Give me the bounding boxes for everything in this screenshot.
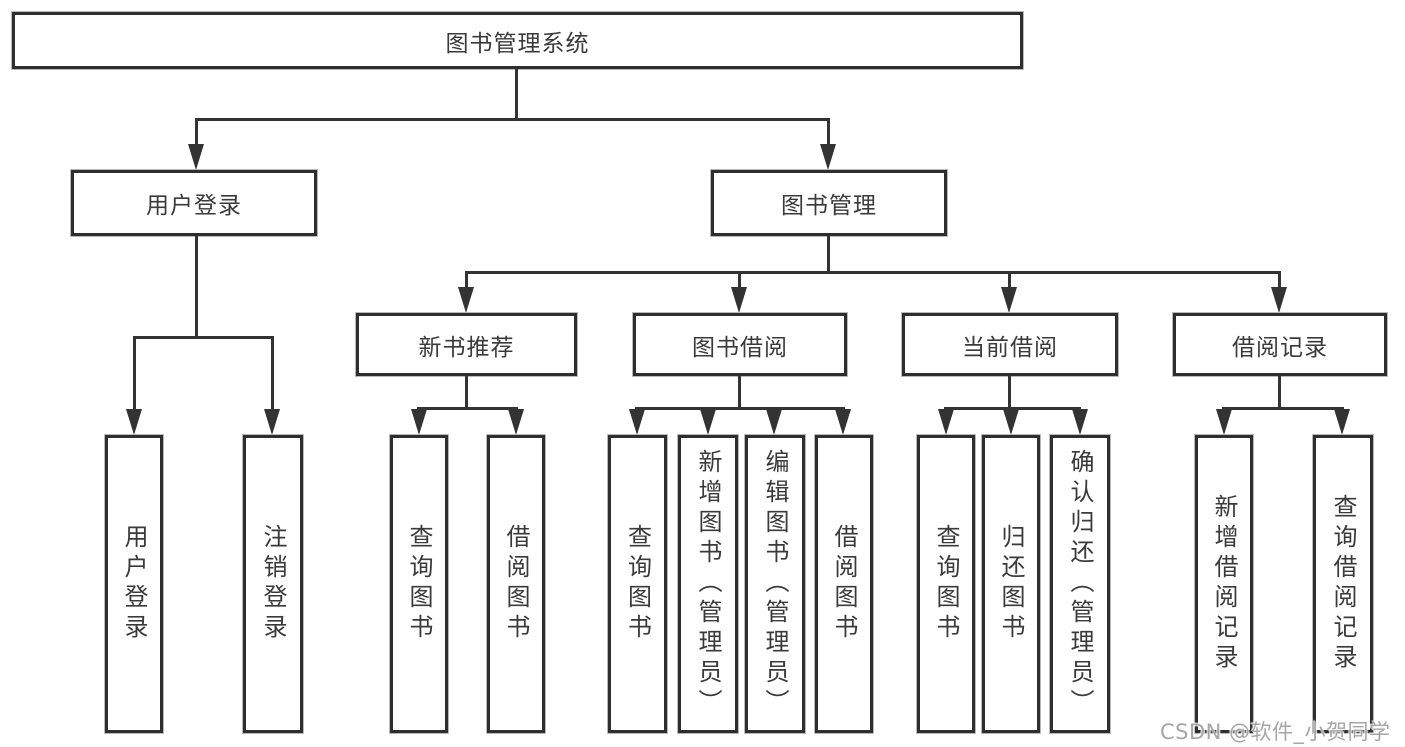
- arrow-down-icon: [188, 144, 204, 170]
- connector-current-borrow-bar: [944, 407, 1081, 410]
- leaf-add-books-admin: 新增图书（管理员）: [678, 435, 738, 733]
- connector-user-login-bar: [133, 336, 274, 339]
- connector-drop-leaf-logout: [271, 336, 274, 411]
- arrow-down-icon: [458, 287, 474, 313]
- arrow-down-icon: [1334, 409, 1350, 435]
- node-book-management: 图书管理: [711, 170, 947, 236]
- connector-user-login-stem: [195, 236, 198, 336]
- arrow-down-icon: [1271, 287, 1287, 313]
- connector-borrow-records-stem: [1278, 376, 1281, 407]
- connector-book-mgmt-stem: [827, 236, 830, 271]
- connector-drop-user-login: [195, 118, 198, 146]
- node-borrowing-records: 借阅记录: [1173, 313, 1387, 376]
- node-current-borrowing: 当前借阅: [902, 313, 1118, 376]
- connector-drop-book-borrow: [738, 271, 741, 291]
- connector-drop-current-borrow: [1008, 271, 1011, 291]
- connector-new-rec-stem: [465, 376, 468, 407]
- leaf-borrow-books-rec: 借阅图书: [487, 435, 545, 733]
- leaf-confirm-return-admin: 确认归还（管理员）: [1050, 435, 1110, 733]
- connector-root-bar: [195, 118, 830, 121]
- leaf-return-books: 归还图书: [982, 435, 1040, 733]
- arrow-down-icon: [1001, 287, 1017, 313]
- csdn-watermark: CSDN @软件_小贺同学: [1160, 720, 1391, 744]
- leaf-query-books-rec: 查询图书: [390, 435, 448, 733]
- leaf-borrow-books: 借阅图书: [815, 435, 873, 733]
- arrow-down-icon: [820, 144, 836, 170]
- leaf-query-books-borrow: 查询图书: [608, 435, 667, 733]
- arrow-down-icon: [731, 287, 747, 313]
- connector-root-stem: [515, 68, 518, 118]
- leaf-add-borrow-record: 新增借阅记录: [1195, 435, 1253, 733]
- connector-book-borrow-stem: [738, 376, 741, 407]
- arrow-down-icon: [1216, 409, 1232, 435]
- arrow-down-icon: [264, 409, 280, 435]
- leaf-edit-books-admin: 编辑图书（管理员）: [745, 435, 805, 733]
- connector-drop-leaf-user-login: [133, 336, 136, 411]
- connector-drop-borrow-records: [1278, 271, 1281, 291]
- arrow-down-icon: [1072, 409, 1088, 435]
- node-root-system: 图书管理系统: [12, 12, 1023, 69]
- connector-current-borrow-stem: [1008, 376, 1011, 407]
- leaf-query-borrow-record: 查询借阅记录: [1313, 435, 1373, 733]
- connector-drop-book-mgmt: [827, 118, 830, 146]
- arrow-down-icon: [411, 409, 427, 435]
- connector-book-borrow-bar: [635, 407, 845, 410]
- arrow-down-icon: [508, 409, 524, 435]
- arrow-down-icon: [766, 409, 782, 435]
- arrow-down-icon: [700, 409, 716, 435]
- leaf-query-books-current: 查询图书: [917, 435, 975, 733]
- node-new-book-recommendation: 新书推荐: [356, 313, 577, 376]
- leaf-user-login: 用户登录: [105, 435, 163, 733]
- node-user-login: 用户登录: [71, 170, 317, 236]
- connector-new-rec-bar: [417, 407, 518, 410]
- connector-drop-new-rec: [465, 271, 468, 291]
- arrow-down-icon: [126, 409, 142, 435]
- arrow-down-icon: [938, 409, 954, 435]
- connector-borrow-records-bar: [1222, 407, 1344, 410]
- arrow-down-icon: [629, 409, 645, 435]
- arrow-down-icon: [1003, 409, 1019, 435]
- leaf-logout: 注销登录: [243, 435, 303, 733]
- arrow-down-icon: [835, 409, 851, 435]
- connector-book-mgmt-bar: [465, 271, 1281, 274]
- node-book-borrowing: 图书借阅: [633, 313, 847, 376]
